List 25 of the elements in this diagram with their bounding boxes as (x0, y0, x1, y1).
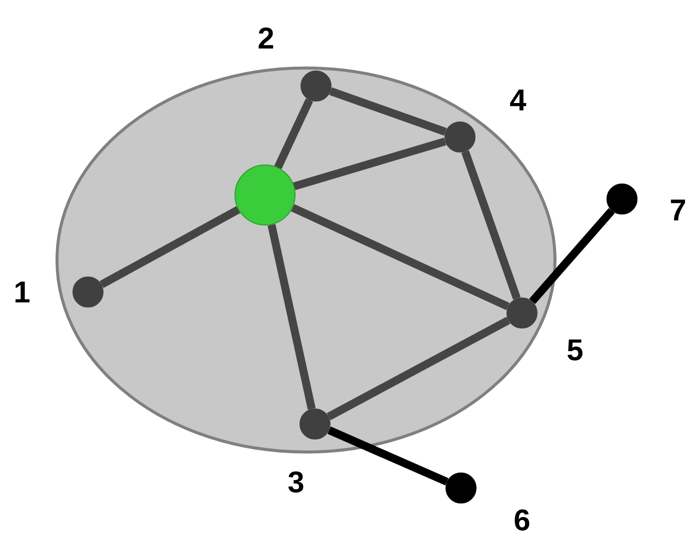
edge-line (326, 316, 510, 420)
vertex-dot (606, 184, 638, 214)
node-number: 1 (16, 282, 30, 302)
vertex-dot (506, 298, 538, 328)
edge-line (100, 206, 240, 288)
vertex-dot (300, 70, 332, 102)
edge-line (461, 150, 521, 300)
node-number: 2 (258, 28, 274, 48)
edge-line (328, 426, 448, 486)
edge-line (293, 138, 446, 190)
edge-line (268, 224, 316, 410)
node-number: 4 (510, 90, 526, 110)
edge-line (274, 98, 314, 170)
vertex-dot (72, 276, 104, 308)
edge-line (329, 87, 447, 136)
node-number: 3 (288, 471, 304, 493)
vertex-dot (444, 122, 476, 152)
node-number: 6 (514, 509, 530, 531)
vertex-dot (300, 408, 330, 440)
edge-line (291, 204, 510, 310)
hub-circle (234, 164, 296, 226)
node-number: 5 (568, 340, 583, 360)
node-number: 7 (670, 200, 686, 220)
vertex-dot (446, 472, 476, 504)
edge-line (529, 208, 615, 304)
